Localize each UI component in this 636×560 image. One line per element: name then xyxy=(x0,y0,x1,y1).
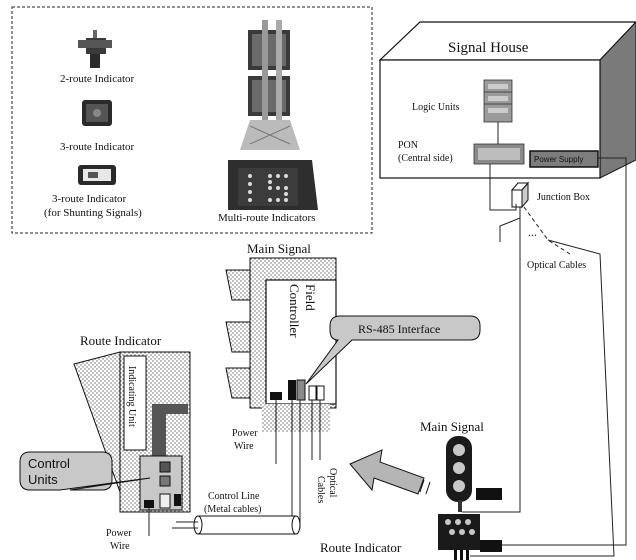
indicating-cable-top xyxy=(152,404,188,414)
main-signal-fin-1 xyxy=(226,270,252,300)
two-route-indicator-image xyxy=(78,30,112,68)
control-unit-terminal xyxy=(174,494,181,506)
power-supply-label: Power Supply xyxy=(534,155,583,164)
main-signal-box-title: Main Signal xyxy=(247,241,311,256)
rs485-callout-label: RS-485 Interface xyxy=(358,322,440,336)
power-terminal xyxy=(270,392,282,400)
control-terminal-black xyxy=(288,380,296,400)
junction-box-label: Junction Box xyxy=(537,192,590,203)
field-controller-label-line1: Field xyxy=(303,284,318,311)
optical-cables-vertical-line2: Cables xyxy=(315,476,326,503)
main-signal-fin-2 xyxy=(226,322,252,352)
trackside-route-indicator xyxy=(438,514,502,560)
optical-cables-vertical-line1: Optical xyxy=(327,468,338,498)
control-units-label-line1: Control xyxy=(28,456,70,471)
control-unit-1 xyxy=(160,462,170,472)
logic-units-label: Logic Units xyxy=(412,102,460,113)
main-signal-fin-3 xyxy=(226,368,252,398)
control-line-label-line2: (Metal cables) xyxy=(204,504,261,515)
signal-house-title: Signal House xyxy=(448,40,529,56)
main-power-wire-line2: Wire xyxy=(234,441,254,452)
pon-label-line1: PON xyxy=(398,140,418,151)
three-route-indicator-image xyxy=(82,100,112,126)
main-power-wire-line1: Power xyxy=(232,428,258,439)
control-line-cable xyxy=(176,516,300,534)
cable-ellipsis: ... xyxy=(528,225,537,239)
control-unit-2 xyxy=(160,476,170,486)
route-power-terminal xyxy=(144,500,154,508)
two-route-indicator-label: 2-route Indicator xyxy=(60,73,135,85)
control-line-label-line1: Control Line xyxy=(208,491,260,502)
optical-terminal-1 xyxy=(309,386,316,400)
route-indicator-box-title: Route Indicator xyxy=(80,333,162,348)
multi-route-indicator-panel-image xyxy=(228,160,318,210)
trackside-route-indicator-label: Route Indicator xyxy=(320,540,402,555)
indicating-unit-label: Indicating Unit xyxy=(126,366,137,427)
shunting-indicator-image xyxy=(78,165,116,185)
shunting-indicator-label-line2: (for Shunting Signals) xyxy=(44,207,142,219)
control-units-label-line2: Units xyxy=(28,472,58,487)
trackside-main-signal-label: Main Signal xyxy=(420,419,484,434)
optical-terminal-2 xyxy=(317,386,324,400)
control-unit-3 xyxy=(160,494,170,508)
pon-label-line2: (Central side) xyxy=(398,153,453,164)
optical-cables-top-label: Optical Cables xyxy=(527,260,586,271)
zoom-arrow xyxy=(350,450,430,494)
indicator-catalog: 2-route Indicator 3-route Indicator 3-ro… xyxy=(12,7,372,233)
field-controller-label-line2: Controller xyxy=(287,284,302,338)
logic-units-image xyxy=(484,80,512,122)
route-power-wire-line1: Power xyxy=(106,528,132,539)
signal-house: Signal House Logic Units PON (Central si… xyxy=(380,22,636,178)
three-route-indicator-label: 3-route Indicator xyxy=(60,141,135,153)
control-terminal-gray xyxy=(297,380,305,400)
junction-box xyxy=(512,183,528,207)
multi-route-indicators-label: Multi-route Indicators xyxy=(218,212,315,224)
pon-central-image xyxy=(474,144,524,164)
trackside-main-signal xyxy=(446,436,502,512)
shunting-indicator-label-line1: 3-route Indicator xyxy=(52,193,127,205)
multi-route-indicator-mast-image xyxy=(240,20,300,150)
route-power-wire-line2: Wire xyxy=(110,541,130,552)
